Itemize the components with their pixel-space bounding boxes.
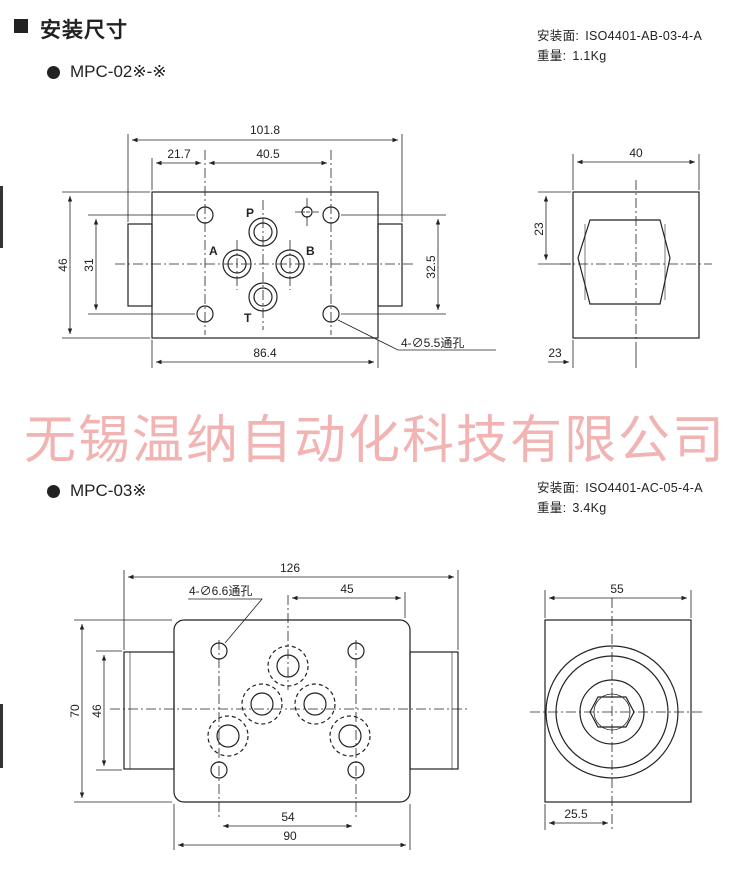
dim-left-offset: 21.7 — [167, 147, 191, 161]
dim-inner-height: 31 — [82, 258, 96, 272]
title-square-icon — [14, 19, 28, 33]
mount-value: ISO4401-AB-03-4-A — [585, 29, 703, 43]
dim-body-width-2: 90 — [283, 829, 297, 843]
dim-inner-height-2: 46 — [90, 704, 104, 718]
right-boss — [377, 223, 403, 307]
spec-block-2: 安装面: ISO4401-AC-05-4-A 重量: 3.4Kg — [537, 478, 703, 518]
dim-hole-height: 32.5 — [424, 255, 438, 279]
bullet-icon — [47, 66, 60, 79]
dim-hole-pitch-2: 54 — [281, 810, 295, 824]
dim-body-width: 86.4 — [253, 346, 277, 360]
mount-label: 安装面: — [537, 481, 580, 495]
left-boss — [127, 223, 153, 307]
model-name-2: MPC-03※ — [70, 481, 147, 500]
right-boss — [409, 651, 459, 770]
dim-side-offset: 23 — [548, 346, 562, 360]
port-label-p: P — [246, 206, 254, 220]
port-label-a: A — [209, 244, 218, 258]
dim-overall-width: 101.8 — [250, 123, 280, 137]
mount-label: 安装面: — [537, 29, 580, 43]
mpc02-front-view — [127, 191, 403, 339]
port-label-t: T — [244, 311, 252, 325]
dim-side-offset-2: 25.5 — [564, 807, 588, 821]
valve-body — [173, 619, 411, 803]
spec-block-1: 安装面: ISO4401-AB-03-4-A 重量: 1.1Kg — [537, 26, 702, 66]
mount-value: ISO4401-AC-05-4-A — [585, 481, 703, 495]
dim-side-height: 23 — [532, 222, 546, 236]
edge-marker — [0, 704, 3, 768]
port-label-b: B — [306, 244, 315, 258]
edge-marker — [0, 186, 3, 248]
mpc03-front-view — [123, 619, 459, 803]
dim-overall-height-2: 70 — [68, 704, 82, 718]
company-watermark: 无锡温纳自动化科技有限公司 — [23, 411, 726, 471]
weight-value: 3.4Kg — [572, 501, 607, 515]
dim-side-width: 40 — [629, 146, 643, 160]
weight-value: 1.1Kg — [572, 49, 607, 63]
dim-side-width-2: 55 — [610, 582, 624, 596]
hole-note: 4-∅5.5通孔 — [401, 336, 464, 350]
weight-label: 重量: — [537, 49, 567, 63]
bullet-icon — [47, 485, 60, 498]
dim-overall-height: 46 — [56, 258, 70, 272]
mpc03-side-view — [544, 619, 692, 803]
valve-body — [151, 191, 379, 339]
page-title: 安装尺寸 — [40, 19, 128, 42]
model-name-1: MPC-02※-※ — [70, 62, 167, 81]
dim-hole-spacing-2: 45 — [340, 582, 354, 596]
dim-overall-width-2: 126 — [280, 561, 300, 575]
hole-note-2: 4-∅6.6通孔 — [189, 584, 252, 598]
weight-label: 重量: — [537, 501, 567, 515]
dim-hole-spacing: 40.5 — [256, 147, 280, 161]
left-boss — [123, 651, 175, 770]
